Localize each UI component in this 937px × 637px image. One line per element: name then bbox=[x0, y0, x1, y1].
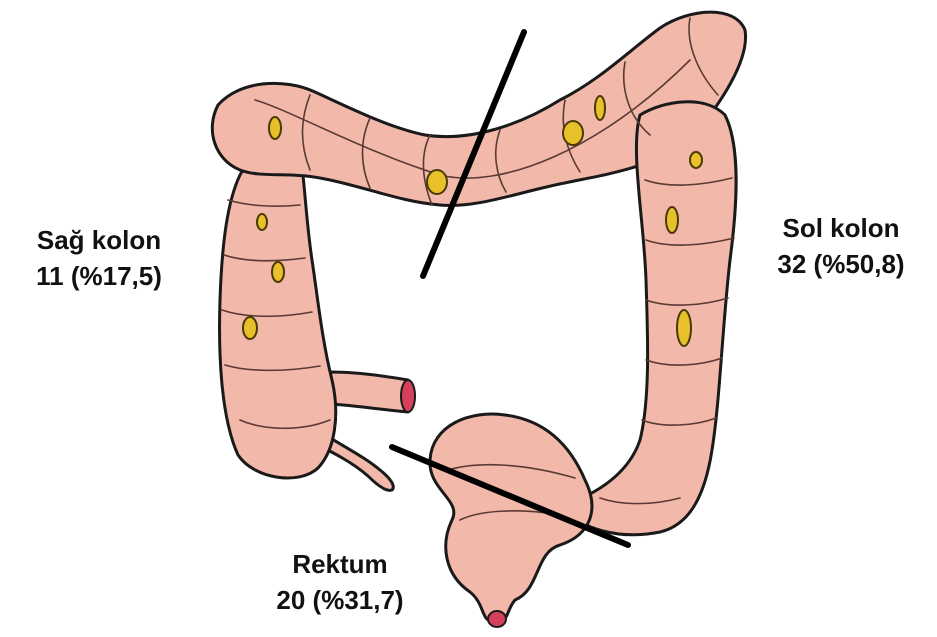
left-colon-count: 32 (%50,8) bbox=[745, 246, 937, 282]
left-colon-label: Sol kolon 32 (%50,8) bbox=[745, 210, 937, 282]
polyp bbox=[595, 96, 605, 120]
right-colon-count: 11 (%17,5) bbox=[0, 258, 198, 294]
right-colon-name: Sağ kolon bbox=[0, 222, 198, 258]
polyp bbox=[269, 117, 281, 139]
polyp bbox=[257, 214, 267, 230]
right-colon-label: Sağ kolon 11 (%17,5) bbox=[0, 222, 198, 294]
polyp bbox=[243, 317, 257, 339]
colon-body bbox=[212, 12, 745, 622]
polyp bbox=[563, 121, 583, 145]
rectum-label: Rektum 20 (%31,7) bbox=[230, 546, 450, 618]
anal-opening bbox=[488, 611, 506, 627]
polyp bbox=[677, 310, 691, 346]
left-colon-name: Sol kolon bbox=[745, 210, 937, 246]
rectum-name: Rektum bbox=[230, 546, 450, 582]
rectum-count: 20 (%31,7) bbox=[230, 582, 450, 618]
polyp bbox=[666, 207, 678, 233]
polyp bbox=[427, 170, 447, 194]
polyp bbox=[272, 262, 284, 282]
ileum bbox=[330, 372, 408, 412]
polyp bbox=[690, 152, 702, 168]
ileum-opening bbox=[401, 380, 415, 412]
